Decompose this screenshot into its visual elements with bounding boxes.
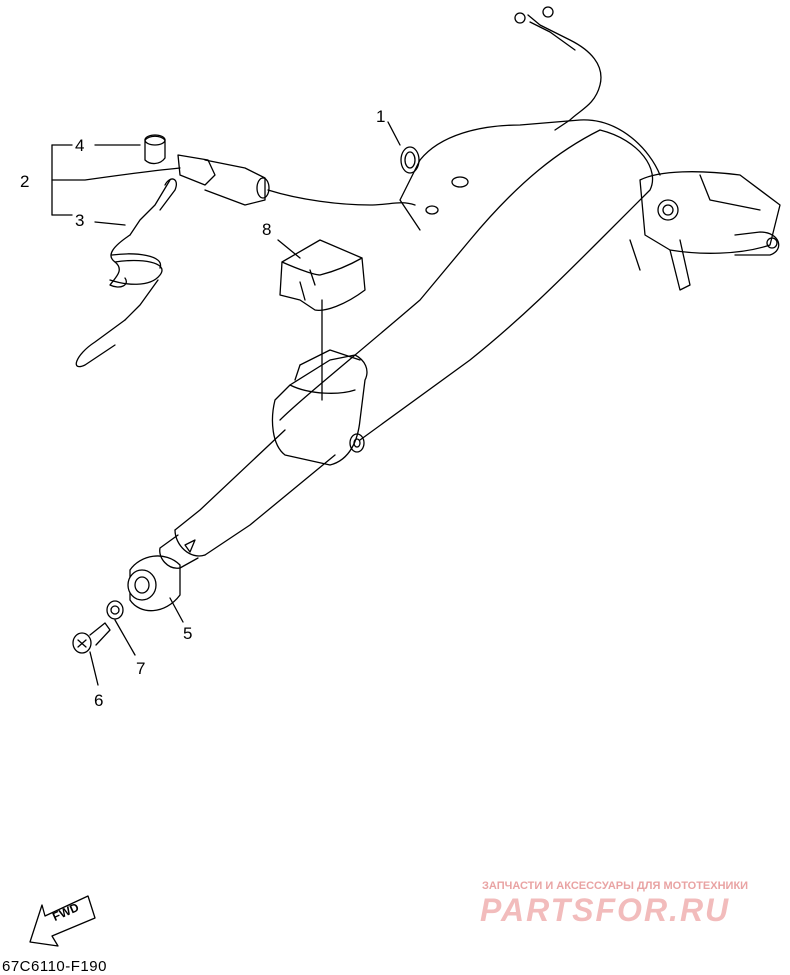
watermark-tagline: ЗАПЧАСТИ И АКСЕССУАРЫ ДЛЯ МОТОТЕХНИКИ bbox=[482, 880, 749, 892]
callout-2: 2 bbox=[20, 172, 30, 191]
cover bbox=[279, 239, 366, 311]
callout-6: 6 bbox=[94, 691, 104, 710]
watermark-brand: PARTSFOR.RU bbox=[480, 892, 731, 928]
callout-8: 8 bbox=[262, 220, 272, 239]
tiller-arm bbox=[159, 349, 368, 569]
callout-1: 1 bbox=[376, 107, 386, 126]
fwd-arrow-icon bbox=[29, 895, 96, 947]
steering-bracket bbox=[279, 119, 781, 441]
callout-7: 7 bbox=[136, 659, 146, 678]
callout-3: 3 bbox=[75, 211, 85, 230]
wire-harness bbox=[514, 6, 602, 131]
grommet bbox=[400, 146, 420, 174]
leader-lines bbox=[51, 121, 401, 686]
part-code: 67C6110-F190 bbox=[2, 958, 107, 975]
lanyard bbox=[75, 178, 177, 368]
tiller-grip bbox=[127, 555, 181, 612]
washer bbox=[106, 600, 124, 620]
callout-5: 5 bbox=[183, 624, 193, 643]
callout-4: 4 bbox=[75, 136, 85, 155]
screw bbox=[72, 622, 111, 654]
stop-switch bbox=[177, 154, 416, 206]
cap bbox=[144, 134, 166, 165]
